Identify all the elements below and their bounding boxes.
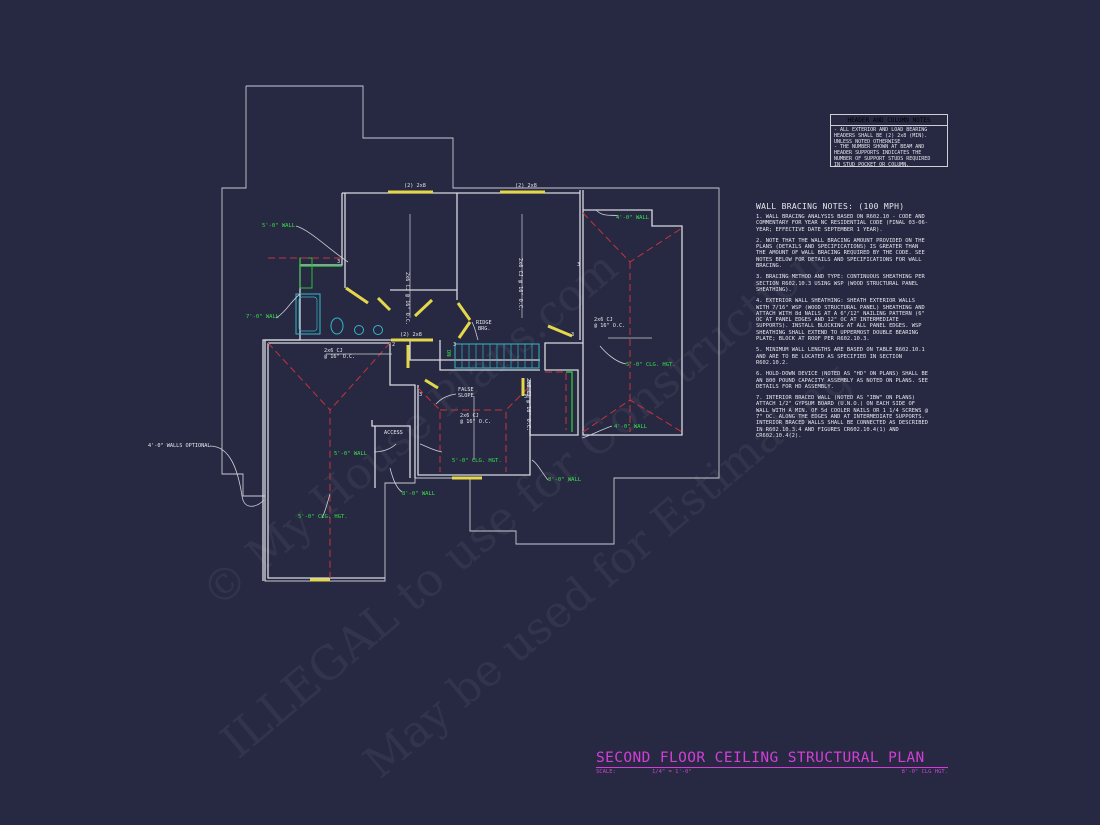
stud-count-4: 2 <box>392 342 395 348</box>
walls-optional-label: 4'-0" WALLS OPTIONAL <box>148 443 210 449</box>
cj-label-b: 2x6 CJ @ 16" O.C. <box>517 258 523 311</box>
cj-label-f: 2x6 CJ @ 16" O.C. <box>525 378 531 431</box>
wall-bracing-note-2: 2. NOTE THAT THE WALL BRACING AMOUNT PRO… <box>756 237 925 270</box>
label-7-0-wall: 7'-0" WALL <box>246 314 280 320</box>
wall-bracing-notes: WALL BRACING NOTES: (100 MPH) 1. WALL BR… <box>756 202 928 444</box>
hc-line: NUMBER OF SUPPORT STUDS REQUIRED <box>834 155 931 162</box>
stud-count-5: 3 <box>453 342 456 348</box>
stud-count-3: 3 <box>571 332 574 338</box>
label-5-0-clg-b: 5'-0" CLG. HGT. <box>452 458 502 464</box>
stair-dn-label: DN <box>445 350 451 357</box>
leader-lines <box>209 209 627 519</box>
sink-2 <box>373 325 383 335</box>
hc-line: HEADERS SHALL BE (2) 2x8 (MIN). <box>834 132 928 139</box>
hc-line: - ALL EXTERIOR AND LOAD BEARING <box>834 127 928 133</box>
label-4-0-wall-a: 4'-0" WALL <box>616 215 650 221</box>
toilet <box>330 317 344 335</box>
ridge-label-1: RIDGE <box>476 320 492 326</box>
cj-label-d-2: @ 16" O.C. <box>594 323 625 329</box>
header-column-notes-body: - ALL EXTERIOR AND LOAD BEARING HEADERS … <box>834 127 944 169</box>
plan-note-right: 8'-0" CLG HGT. <box>901 769 948 775</box>
wall-bracing-note-3: 3. BRACING METHOD AND TYPE: CONTINUOUS S… <box>756 274 925 293</box>
wall-bracing-title: WALL BRACING NOTES: (100 MPH) <box>756 202 905 211</box>
beams <box>310 190 573 582</box>
title-block: SECOND FLOOR CEILING STRUCTURAL PLAN SCA… <box>596 750 948 777</box>
bath-fixtures <box>295 257 383 335</box>
wall-bracing-note-5: 5. MINIMUM WALL LENGTHS ARE BASED ON TAB… <box>756 347 925 366</box>
label-8-0-wall-a: 8'-0" WALL <box>548 477 582 483</box>
hc-line: UNLESS NOTED OTHERWISE <box>834 138 901 145</box>
wall-height-labels: 5'-0" WALL 4'-0" WALL 7'-0" WALL 5'-0" C… <box>246 215 676 520</box>
header-label-3: (2) 2x8 <box>400 332 422 338</box>
wall-bracing-note-4: 4. EXTERIOR WALL SHEATHING: SHEATH EXTER… <box>756 298 925 343</box>
stud-count-1: 3 <box>337 259 340 265</box>
hc-line: - THE NUMBER SHOWN AT BEAM AND <box>834 144 925 151</box>
joist-arrows <box>326 214 652 460</box>
header-column-notes-title: HEADER AND COLUMN NOTES <box>831 117 947 126</box>
cj-label-e-2: @ 16" O.C. <box>460 419 491 425</box>
label-4-0-wall-b: 4'-0" WALL <box>614 424 648 430</box>
header-column-notes: HEADER AND COLUMN NOTES - ALL EXTERIOR A… <box>830 114 948 169</box>
hc-line: HEADER SUPPORTS INDICATES THE <box>834 150 922 157</box>
label-5-0-wall-b: 5'-0" WALL <box>334 451 368 457</box>
kneewall-markers <box>299 258 573 432</box>
header-label-2: (2) 2x8 <box>515 183 537 189</box>
wall-bracing-note-1: 1. WALL BRACING ANALYSIS BASED ON R602.1… <box>756 214 929 233</box>
label-5-0-clg-c: 5'-0" CLG. HGT. <box>298 514 348 520</box>
stud-count-7: 3 <box>524 394 527 400</box>
stud-count-2: 3 <box>577 262 580 268</box>
wall-bracing-note-7: 7. INTERIOR BRACED WALL (NOTED AS "IBW" … <box>756 395 929 439</box>
scale-label: SCALE: <box>596 769 616 775</box>
wall-bracing-note-6: 6. HOLD-DOWN DEVICE (NOTED AS "HD" ON PL… <box>756 371 929 390</box>
cj-label-d-1: 2x6 CJ <box>594 317 613 323</box>
cj-label-c-2: @ 16" O.C. <box>324 354 355 360</box>
scale-row: SCALE: 1/4" = 1'-0" 8'-0" CLG HGT. <box>596 768 948 777</box>
false-slope-1: FALSE <box>458 387 474 393</box>
sink-1 <box>354 325 364 335</box>
access-label: ACCESS <box>384 430 403 436</box>
tub <box>295 293 321 335</box>
stud-count-6: 3 <box>419 392 422 398</box>
stair <box>454 343 540 369</box>
hc-line: IN STUD POCKET OR COLUMN. <box>834 161 910 168</box>
cj-label-c-1: 2x6 CJ <box>324 348 343 354</box>
cj-label-e-1: 2x6 CJ <box>460 413 479 419</box>
header-label-1: (2) 2x8 <box>404 183 426 189</box>
label-5-0-wall-a: 5'-0" WALL <box>262 223 296 229</box>
false-slope-2: SLOPE <box>458 393 474 399</box>
scale-value: 1/4" = 1'-0" <box>652 769 692 775</box>
cj-label-a: 2x6 CJ @ 16" O.C. <box>404 272 410 325</box>
label-5-0-clg-a: 5'-0" CLG. HGT. <box>626 362 676 368</box>
plan-title: SECOND FLOOR CEILING STRUCTURAL PLAN <box>596 750 948 768</box>
structural-labels: (2) 2x8 (2) 2x8 (2) 2x8 2x6 CJ @ 16" O.C… <box>148 183 625 449</box>
label-8-0-wall-b: 8'-0" WALL <box>402 491 436 497</box>
ridge-label-2: BRG. <box>478 326 491 332</box>
